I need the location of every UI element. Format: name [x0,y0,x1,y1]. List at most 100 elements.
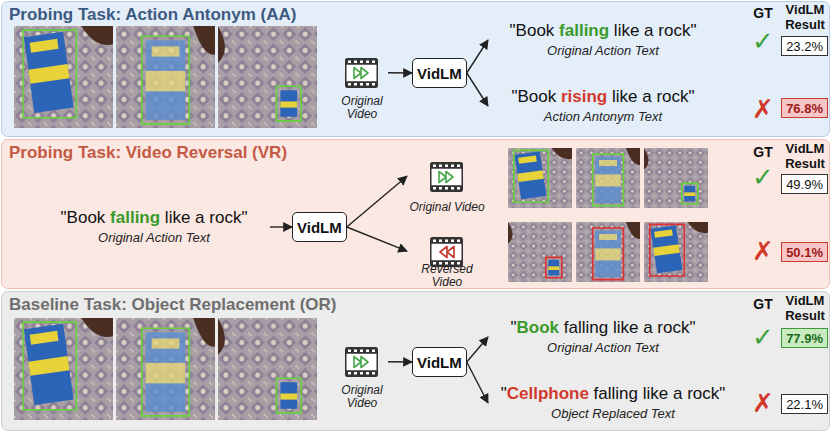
text-type-caption: Original Action Text [98,230,210,246]
video-frame [116,26,215,128]
column-header: GT [753,144,772,160]
task-panel: Probing Task: Action Antonym (AA) Origina… [1,1,830,137]
video-frame [218,318,317,420]
label-slot: VidLM Result [780,141,830,172]
text-option: "Book falling like a rock" Original Actio… [488,314,718,360]
video-node: Original Video [336,344,388,410]
label-slot: GT [746,143,780,161]
result-value: 50.1% [786,245,823,260]
panel-ground [2,140,830,289]
action-text: "Cellphone falling like a rock" [501,384,726,404]
result-box: 77.9% [781,328,828,348]
task-panel: Probing Task: Video Reversal (VR) "Book f… [1,139,830,289]
reversed-video-icon [431,238,463,267]
result-box: 76.8% [781,98,828,118]
label-slot: ✓ [746,162,780,192]
highlight-word: falling [559,21,609,40]
label-slot: VidLM Result [780,2,830,33]
text-type-caption: Original Action Text [547,43,659,59]
column-header: VidLM Result [780,2,830,32]
video-icon [346,348,378,377]
arrow-connector [388,361,412,363]
arrow-connector [467,40,488,73]
result-value: 23.2% [786,39,823,54]
ground-truth-mark: ✓ [752,322,774,352]
model-box: VidLM [412,347,467,377]
ground-truth-mark: ✗ [752,388,774,418]
highlight-word: Book [517,318,560,337]
result-box: 22.1% [781,394,828,414]
video-frame [14,318,113,420]
column-header: GT [753,5,772,21]
result-value: 49.9% [786,177,823,192]
action-text: "Book falling like a rock" [511,318,696,338]
label-slot: ✗ [746,388,780,418]
panel-title: Probing Task: Action Antonym (AA) [9,5,296,25]
video-label: Reversed Video [407,263,487,289]
arrow-connector [347,176,407,227]
video-icon [431,163,463,192]
model-name: VidLM [417,65,462,82]
text-option: "Cellphone falling like a rock" Object Re… [488,380,738,426]
panel-ground [2,2,830,137]
video-frame [218,26,317,128]
video-label: Original Video [336,95,388,121]
text-type-caption: Object Replaced Text [551,406,675,422]
result-box: 23.2% [781,36,828,56]
label-slot: VidLM Result [780,293,830,324]
column-header: VidLM Result [780,141,830,171]
video-node: Original Video [336,55,388,121]
video-frame [576,148,640,208]
result-value: 76.8% [786,101,823,116]
highlight-word: Cellphone [507,384,589,403]
result-value: 77.9% [786,331,823,346]
model-name: VidLM [297,219,342,236]
action-text: "Book falling like a rock" [61,208,248,228]
arrow-connector [388,72,412,74]
panel-title: Baseline Task: Object Replacement (OR) [9,295,337,315]
video-frame [576,222,640,282]
video-node: Reversed Video [407,235,487,289]
ground-truth-mark: ✓ [752,162,774,192]
column-header: VidLM Result [780,293,830,323]
panel-title: Probing Task: Video Reversal (VR) [9,143,287,163]
video-label: Original Video [336,384,388,410]
action-text: "Book rising like a rock" [511,87,694,107]
video-frame [14,26,113,128]
text-type-caption: Original Action Text [547,340,659,356]
video-node: Original Video [407,160,487,214]
ground-truth-mark: ✗ [752,94,774,124]
label-slot: ✓ [746,26,780,56]
label-slot: ✗ [746,236,780,266]
ground-truth-mark: ✗ [752,236,774,266]
video-frame [644,148,708,208]
label-slot: GT [746,4,780,22]
text-option: "Book rising like a rock" Action Antonym … [488,84,718,128]
label-slot: ✗ [746,94,780,124]
video-label: Original Video [409,201,484,214]
video-frame [508,222,572,282]
model-box: VidLM [412,58,467,88]
result-box: 49.9% [781,174,828,194]
label-slot: ✓ [746,322,780,352]
column-header: GT [753,296,772,312]
highlight-word: falling [110,208,160,227]
text-type-caption: Action Antonym Text [544,109,662,125]
arrow-connector [467,337,488,362]
panel-ground [2,292,830,431]
arrow-connector [467,362,488,403]
arrow-connector [270,226,292,227]
label-slot: GT [746,295,780,313]
arrow-connector [467,73,488,106]
text-option: "Book falling like a rock" Original Actio… [38,204,270,250]
video-frame [116,318,215,420]
arrow-connector [347,227,407,251]
text-option: "Book falling like a rock" Original Actio… [488,18,718,62]
result-box: 50.1% [781,242,828,262]
model-box: VidLM [292,212,347,242]
result-value: 22.1% [786,397,823,412]
video-icon [346,59,378,88]
highlight-word: rising [561,87,607,106]
video-frame [644,222,708,282]
action-text: "Book falling like a rock" [510,21,697,41]
